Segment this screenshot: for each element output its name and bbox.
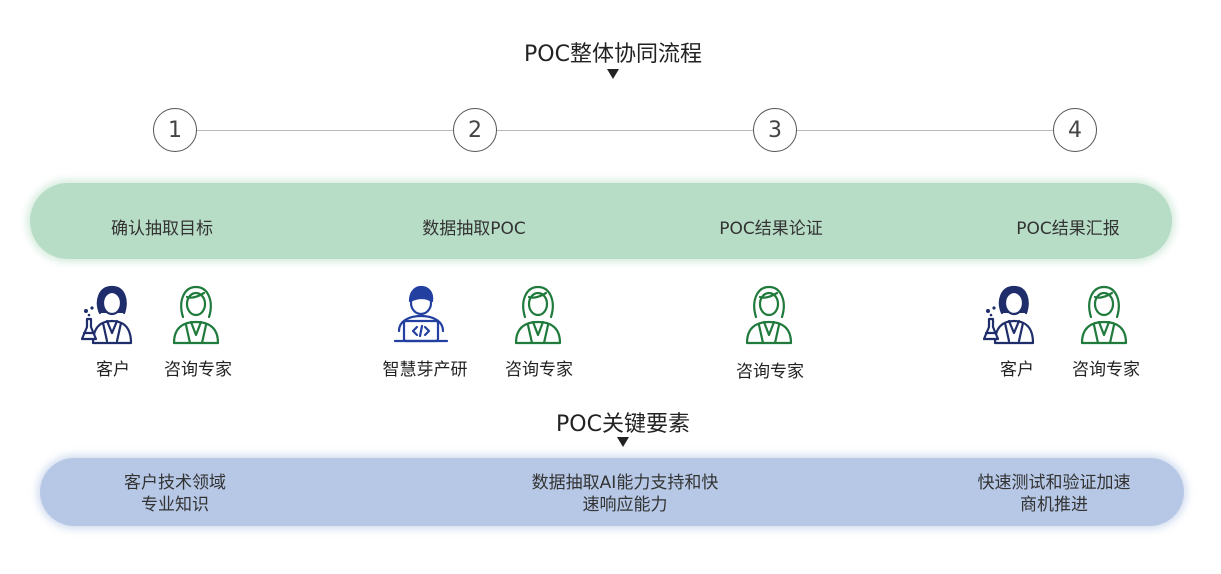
step-circle-3: 3 [753,108,797,152]
businesswoman-icon [172,285,220,345]
role-label-consultant: 咨询专家 [164,360,232,380]
key-factor-2-line2: 速响应能力 [582,495,668,515]
key-title: POC关键要素 [556,412,690,437]
role-label-client: 客户 [1000,360,1034,380]
role-label-patsnap-rd: 智慧芽产研 [382,360,468,380]
flow-title: POC整体协同流程 [524,42,702,67]
role-label-consultant: 咨询专家 [1072,360,1140,380]
role-label-consultant: 咨询专家 [736,362,804,382]
role-label-consultant: 咨询专家 [505,360,573,380]
key-title-arrow-icon [617,437,629,447]
stage-label-4: POC结果汇报 [1016,219,1120,239]
key-factor-3-line2: 商机推进 [1020,495,1088,515]
step-circle-2: 2 [453,108,497,152]
stage-label-2: 数据抽取POC [422,219,526,239]
scientist-woman-icon [81,285,133,345]
stage-label-1: 确认抽取目标 [111,219,213,239]
scientist-woman-icon [983,285,1035,345]
role-label-client: 客户 [96,360,130,380]
key-factor-3-line1: 快速测试和验证加速 [977,473,1131,493]
key-factor-2: 数据抽取AI能力支持和快 速响应能力 [532,472,719,516]
businesswoman-icon [745,285,793,345]
step-circle-4: 4 [1053,108,1097,152]
key-factor-1-line2: 专业知识 [141,495,209,515]
businesswoman-icon [514,285,562,345]
key-factor-2-line1: 数据抽取AI能力支持和快 [531,473,719,493]
key-factor-band [40,458,1184,526]
stage-label-3: POC结果论证 [719,219,823,239]
key-factor-1: 客户技术领域 专业知识 [124,472,226,516]
key-factor-1-line1: 客户技术领域 [124,473,226,493]
businesswoman-icon [1080,285,1128,345]
stage-band [30,183,1172,259]
timeline-line [197,130,1077,131]
flow-title-arrow-icon [607,69,619,79]
developer-laptop-icon [393,285,449,343]
key-factor-3: 快速测试和验证加速 商机推进 [978,472,1131,516]
step-circle-1: 1 [153,108,197,152]
